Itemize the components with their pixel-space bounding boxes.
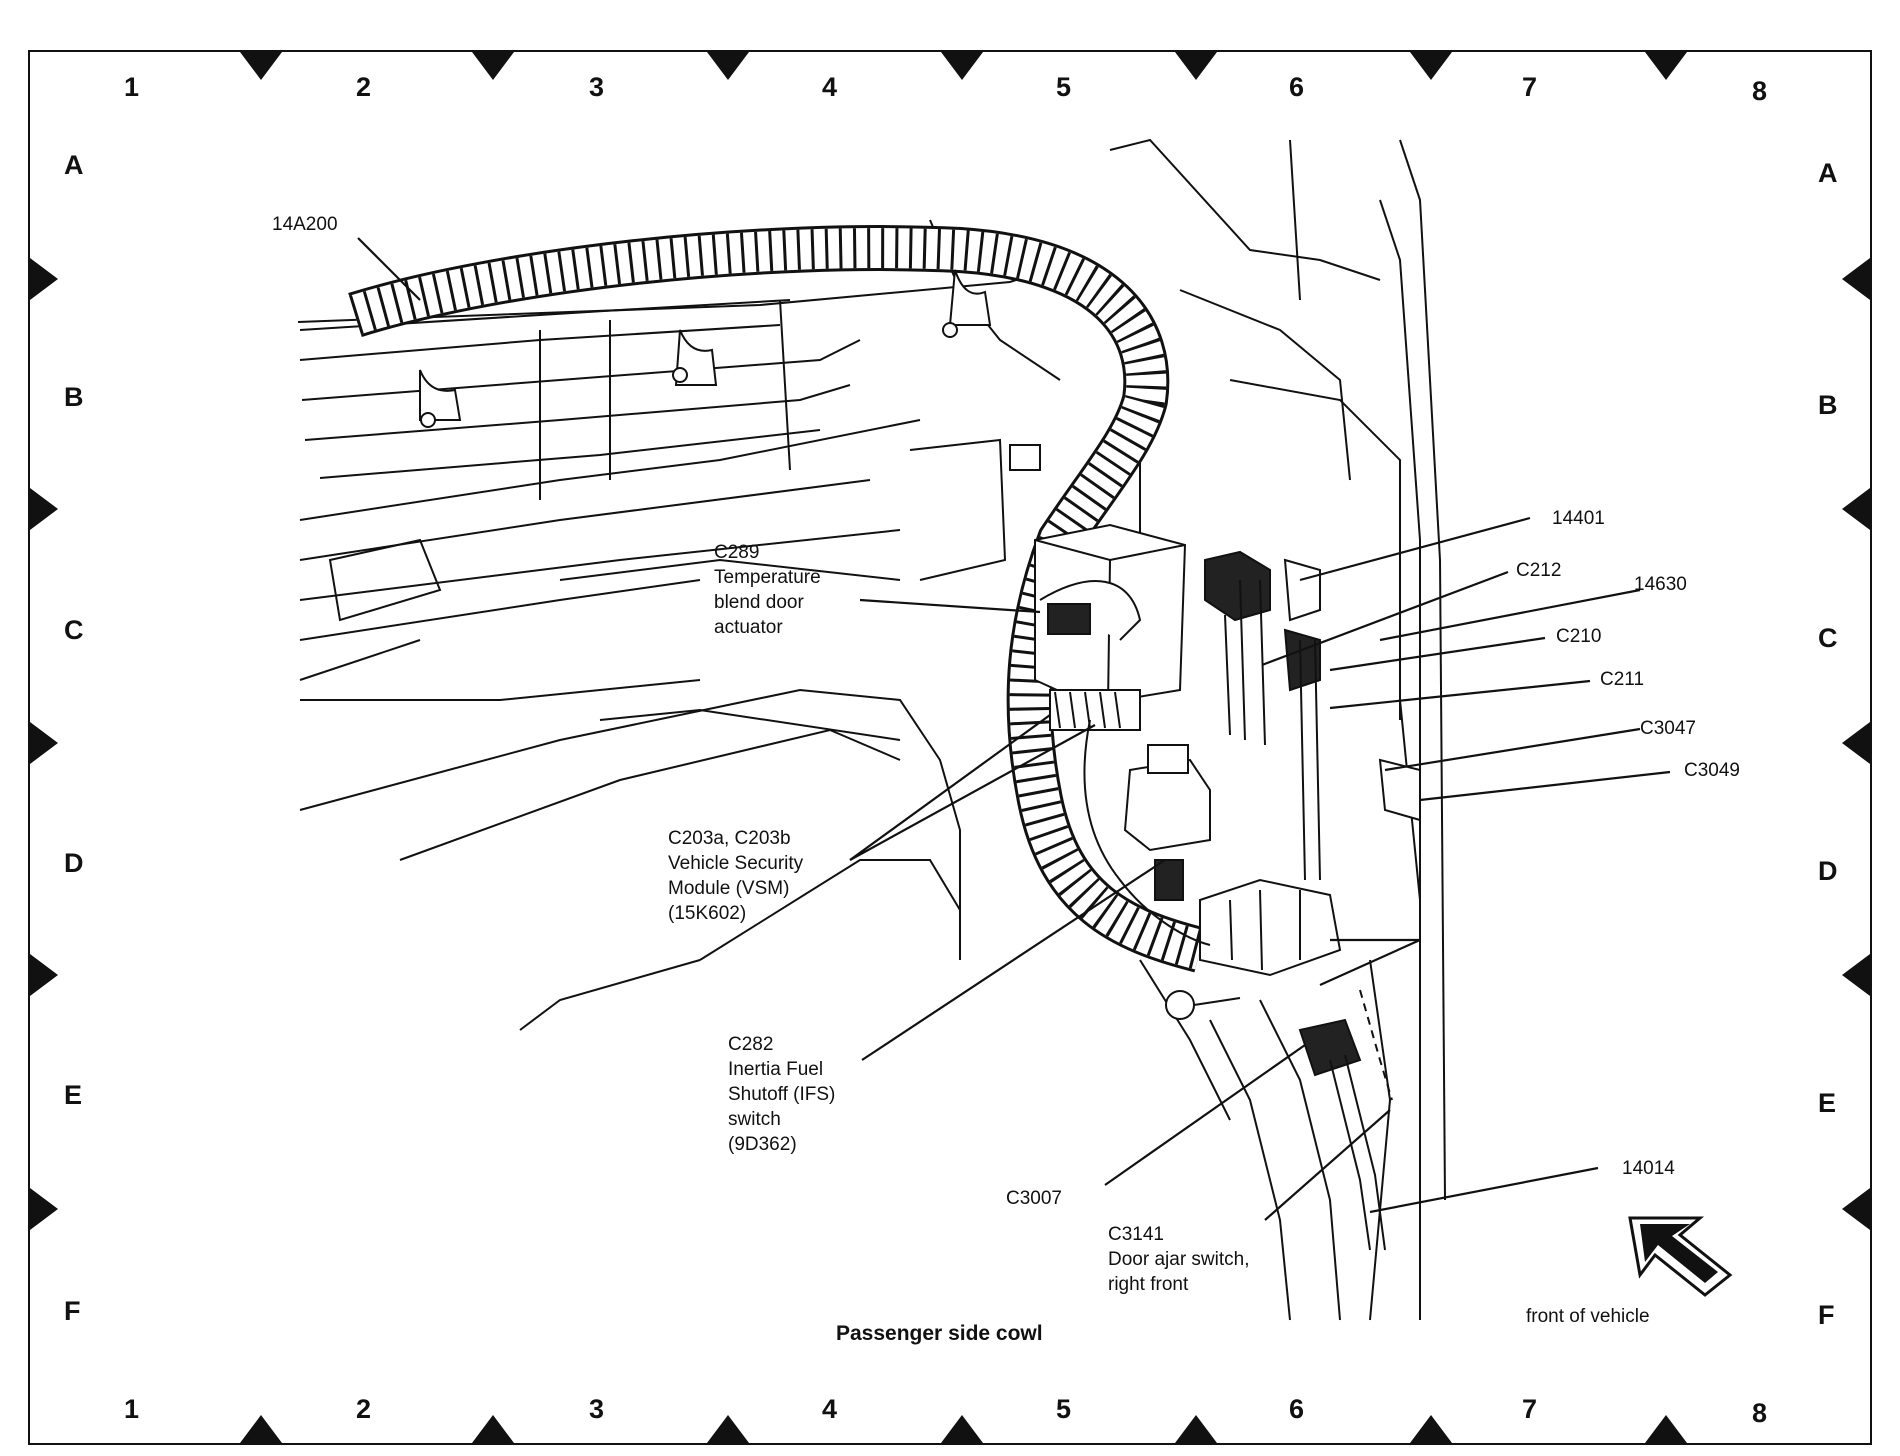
inertia-fuel-shutoff-switch [1123, 744, 1211, 901]
grid-column-5-bottom: 5 [1056, 1394, 1072, 1424]
grid-row-d: D [64, 848, 84, 878]
grid-row-f: F [64, 1296, 81, 1326]
direction-arrow-icon [1628, 1216, 1733, 1297]
grid-column-8-bottom: 8 [1752, 1398, 1768, 1428]
cowl-panel-outline [297, 138, 1446, 1321]
grid-row-f-right: F [1818, 1300, 1835, 1330]
junction-connectors [1165, 550, 1421, 1077]
grid-row-b-right: B [1818, 390, 1838, 420]
grid-column-6-bottom: 6 [1289, 1394, 1305, 1424]
diagram-border [28, 50, 1872, 1445]
grid-column-4: 4 [822, 72, 838, 102]
grid-column-7-bottom: 7 [1522, 1394, 1538, 1424]
label-c289: C289 Temperature blend door actuator [714, 542, 821, 638]
label-c212: C212 [1516, 560, 1562, 581]
blend-door-actuator [1039, 580, 1142, 641]
grid-row-b: B [64, 382, 84, 412]
grid-row-e: E [64, 1080, 83, 1110]
harness-clips [419, 269, 1041, 471]
grid-column-4-bottom: 4 [822, 1394, 838, 1424]
label-14630: 14630 [1634, 574, 1687, 595]
grid-row-a: A [64, 150, 84, 180]
label-c3049: C3049 [1684, 760, 1740, 781]
label-c210: C210 [1556, 626, 1602, 647]
grid-row-d-right: D [1818, 856, 1838, 886]
label-c3047: C3047 [1640, 718, 1696, 739]
grid-column-2-bottom: 2 [356, 1394, 372, 1424]
diagram-caption: Passenger side cowl [836, 1322, 1043, 1345]
grid-row-e-right: E [1818, 1088, 1837, 1118]
grid-row-c: C [64, 615, 84, 645]
grid-column-3: 3 [589, 72, 605, 102]
label-14014: 14014 [1622, 1158, 1675, 1179]
grid-row-a-right: A [1818, 158, 1838, 188]
grid-row-c-right: C [1818, 623, 1838, 653]
front-of-vehicle-label: front of vehicle [1526, 1306, 1650, 1327]
grid-column-1: 1 [124, 72, 140, 102]
leader-lines [357, 237, 1671, 1221]
branch-wiring [1083, 579, 1393, 1251]
label-c3141: C3141 Door ajar switch, right front [1108, 1224, 1250, 1295]
grid-column-3-bottom: 3 [589, 1394, 605, 1424]
label-c203: C203a, C203b Vehicle Security Module (VS… [668, 828, 804, 924]
label-c282: C282 Inertia Fuel Shutoff (IFS) switch (… [728, 1034, 836, 1155]
label-c211: C211 [1600, 669, 1645, 690]
grid-column-6: 6 [1289, 72, 1305, 102]
grid-column-5: 5 [1056, 72, 1072, 102]
label-c3007: C3007 [1006, 1188, 1062, 1209]
grid-column-1-bottom: 1 [124, 1394, 140, 1424]
label-14401: 14401 [1552, 508, 1605, 529]
main-harness [348, 225, 1206, 973]
grid-column-7: 7 [1522, 72, 1538, 102]
label-14A200: 14A200 [272, 214, 338, 235]
border-markers [30, 52, 1870, 1443]
grid-column-8: 8 [1752, 76, 1768, 106]
grid-column-2: 2 [356, 72, 372, 102]
